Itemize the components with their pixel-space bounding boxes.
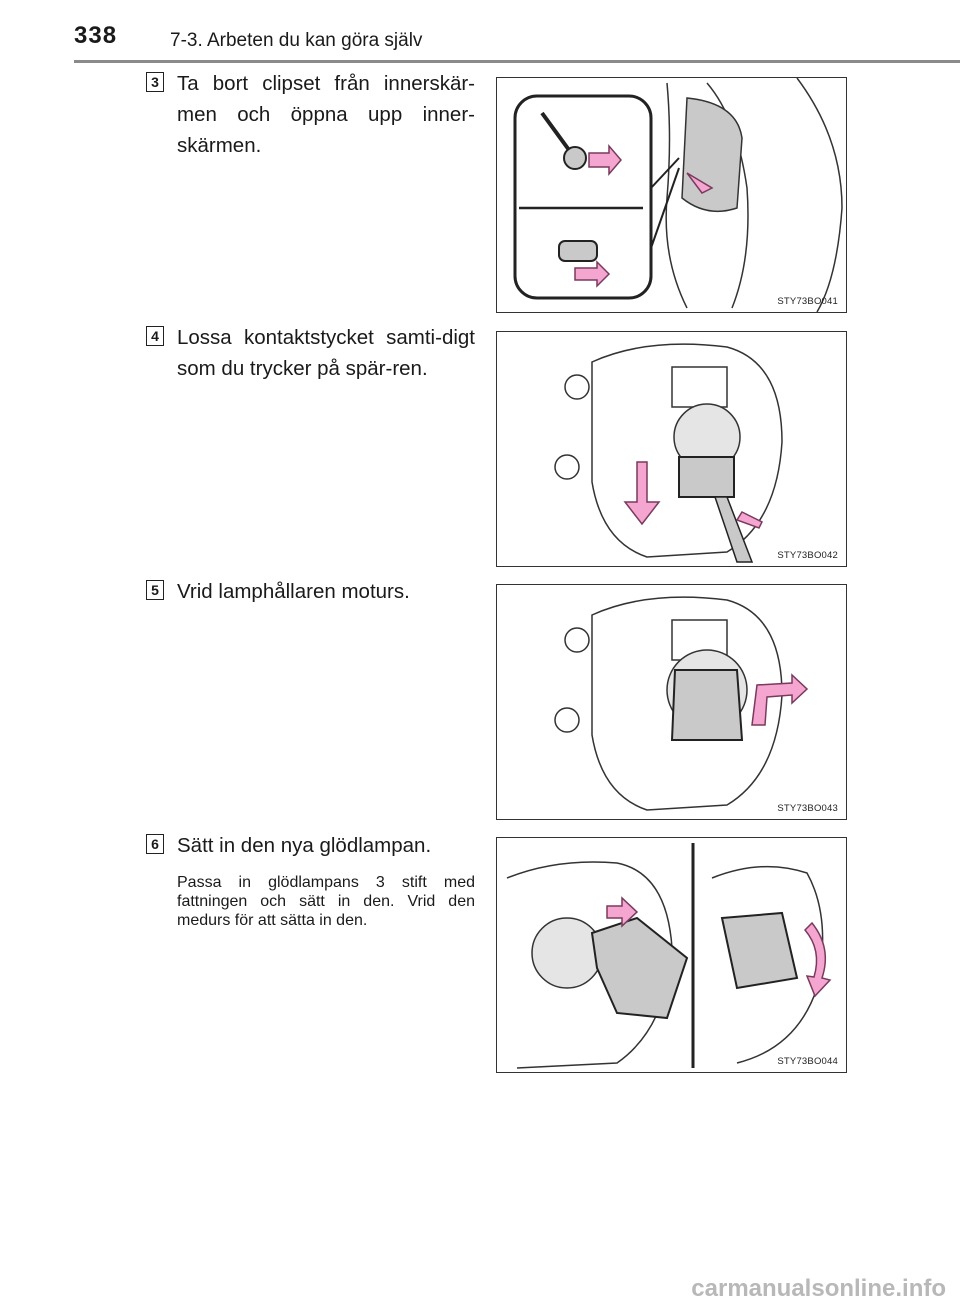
figure-clip-removal: STY73BO041: [496, 77, 847, 313]
step-text-5: Vrid lamphållaren moturs.: [177, 580, 410, 603]
step-badge-4: 4: [146, 326, 164, 346]
figure-code: STY73BO043: [777, 803, 838, 814]
figure-code: STY73BO042: [777, 550, 838, 561]
step-text-4: Lossa kontaktstycket samti-digt som du t…: [177, 326, 475, 380]
step-badge-6: 6: [146, 834, 164, 854]
step-text-6: Sätt in den nya glödlampan.: [177, 834, 432, 857]
step-badge-3: 3: [146, 72, 164, 92]
figure-connector-release: STY73BO042: [496, 331, 847, 567]
step-badge-5: 5: [146, 580, 164, 600]
figure-bulb-holder-turn: STY73BO043: [496, 584, 847, 820]
clip-removal-illustration-icon: [513, 78, 843, 312]
connector-release-illustration-icon: [554, 343, 783, 563]
figure-code: STY73BO041: [777, 296, 838, 307]
bulb-holder-turn-illustration-icon: [554, 596, 809, 811]
step-text-3: Ta bort clipset från innerskär-men och ö…: [177, 72, 475, 157]
step-note-6: Passa in glödlampans 3 stift med fattnin…: [177, 874, 475, 929]
header-rule: [74, 60, 960, 63]
figure-bulb-insert: STY73BO044: [496, 837, 847, 1073]
watermark: carmanualsonline.info: [691, 1275, 946, 1302]
figure-code: STY73BO044: [777, 1056, 838, 1067]
section-title: 7-3. Arbeten du kan göra själv: [170, 30, 423, 51]
page-number: 338: [74, 22, 118, 49]
bulb-insert-illustration-icon: [506, 843, 832, 1069]
